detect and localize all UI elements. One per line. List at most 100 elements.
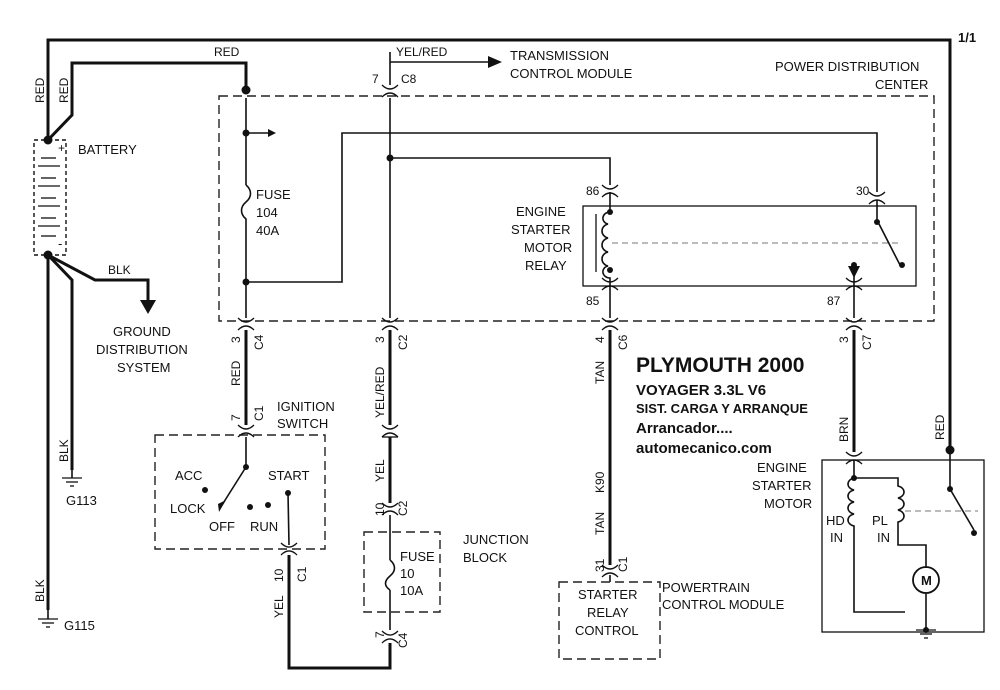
pcm-box-line2: RELAY (587, 605, 629, 620)
wire-blk-ground-dist (47, 253, 150, 300)
ground-system-line2: DISTRIBUTION (96, 342, 188, 357)
fuse-10-icon (384, 559, 396, 591)
pdc-line2: CENTER (875, 77, 928, 92)
label-yel-mid: YEL (373, 459, 387, 482)
connector-c1-bot-icon (280, 542, 298, 556)
connector-relay85-icon (601, 277, 619, 291)
battery-plus: + (58, 141, 65, 155)
connector-c7-icon (845, 317, 863, 331)
battery-body (33, 139, 67, 256)
connector-c2-top-name: C2 (396, 334, 410, 350)
fuse-104-icon (240, 184, 252, 225)
label-tan-top: TAN (593, 361, 607, 384)
connector-motor-icon (845, 451, 863, 465)
labels: 1/1 RED RED RED BLK BLK BLK GROUND DISTR… (33, 30, 976, 648)
starter-motor-box (821, 459, 985, 633)
connector-c8-pin: 7 (372, 72, 379, 86)
arrow-branch-icon (268, 129, 276, 137)
battery-label: BATTERY (78, 142, 137, 157)
pcm-box-line1: STARTER (578, 587, 637, 602)
wire-red-battery-fuse (46, 61, 248, 142)
ignition-line2: SWITCH (277, 416, 328, 431)
junction-block-box (363, 531, 441, 613)
connector-c2-bot-pin: 10 (373, 502, 387, 516)
connector-c8-name: C8 (401, 72, 417, 86)
title-line5: automecanico.com (636, 440, 772, 457)
starter-relay-control-box (558, 581, 661, 660)
label-tan-k90: K90 (593, 471, 607, 493)
wire-fuse104-to-relay30 (246, 132, 878, 283)
pcm-box-line3: CONTROL (575, 623, 639, 638)
connector-c4-bot-pin: 7 (373, 631, 387, 638)
ground-system-line3: SYSTEM (117, 360, 170, 375)
connector-c1-pcm-icon (601, 564, 619, 578)
relay-line2: STARTER (511, 222, 570, 237)
ignition-switch (154, 434, 326, 550)
wire-yelred-to-relay86 (390, 157, 611, 185)
connector-c1-bot-pin: 10 (272, 568, 286, 582)
relay-pin-87: 87 (827, 294, 841, 308)
pdc-line1: POWER DISTRIBUTION (775, 59, 919, 74)
arrows (140, 56, 502, 314)
label-blk-g113: BLK (57, 439, 71, 462)
motor-line3: MOTOR (764, 496, 812, 511)
pl-coil-icon (854, 477, 927, 568)
label-tan-bottom: TAN (593, 512, 607, 535)
junction-line2: BLOCK (463, 550, 507, 565)
page-label: 1/1 (958, 30, 976, 45)
starter-relay (582, 192, 917, 290)
relay-pin-86: 86 (586, 184, 600, 198)
connector-relay30-icon (868, 191, 886, 205)
ground-system-line1: GROUND (113, 324, 171, 339)
connector-c7-name: C7 (860, 334, 874, 350)
ignition-lock: LOCK (170, 501, 206, 516)
label-yelred-mid: YEL/RED (373, 366, 387, 418)
arrow-ground-distribution-icon (140, 300, 156, 314)
connector-c1-pcm-name: C1 (616, 556, 630, 572)
connector-c6-name: C6 (616, 334, 630, 350)
motor-hd1: HD (826, 513, 845, 528)
motor-line2: STARTER (752, 478, 811, 493)
tcm-line1: TRANSMISSION (510, 48, 609, 63)
motor-switch-icon (949, 450, 975, 531)
connector-c4-top-pin: 3 (229, 336, 243, 343)
wires (46, 38, 952, 670)
wire-red-top-bus (46, 38, 952, 450)
junction-line1: JUNCTION (463, 532, 529, 547)
battery: + - BATTERY (33, 139, 137, 256)
connector-c1-pcm-pin: 31 (593, 558, 607, 572)
label-red-top: RED (214, 45, 240, 59)
connector-c1-bot-name: C1 (295, 566, 309, 582)
power-distribution-center-box (218, 95, 935, 322)
connector-c1-ign-name: C1 (252, 405, 266, 421)
relay-line1: ENGINE (516, 204, 566, 219)
ground-g115-icon (38, 610, 58, 628)
connector-c8-icon (381, 84, 399, 98)
title-line2: VOYAGER 3.3L V6 (636, 382, 766, 399)
title-line4: Arrancador.... (636, 420, 733, 437)
ignition-acc: ACC (175, 468, 202, 483)
label-brn: BRN (837, 417, 851, 442)
connector-c2-bot-name: C2 (396, 500, 410, 516)
ground-g113-icon (62, 470, 82, 487)
ignition-off: OFF (209, 519, 235, 534)
connector-c6-icon (601, 317, 619, 331)
label-yel-bottom: YEL (272, 595, 286, 618)
fuse104-rating: 40A (256, 223, 279, 238)
label-red-left-1: RED (33, 77, 47, 103)
pcm-line1: POWERTRAIN (662, 580, 750, 595)
label-blk-g115: BLK (33, 579, 47, 602)
relay-line3: MOTOR (524, 240, 572, 255)
ignition-start: START (268, 468, 309, 483)
title-line3: SIST. CARGA Y ARRANQUE (636, 401, 808, 416)
battery-minus: - (58, 236, 62, 251)
label-red-left-2: RED (57, 77, 71, 103)
dot-fuse104-out (242, 278, 250, 286)
pcm-line2: CONTROL MODULE (662, 597, 785, 612)
motor-m: M (921, 573, 932, 588)
motor-hd2: IN (830, 530, 843, 545)
dot-yelred-branch (386, 154, 394, 162)
tcm-line2: CONTROL MODULE (510, 66, 633, 81)
wire-blk-g113 (46, 253, 74, 470)
relay-87-arrow-icon (848, 266, 860, 278)
